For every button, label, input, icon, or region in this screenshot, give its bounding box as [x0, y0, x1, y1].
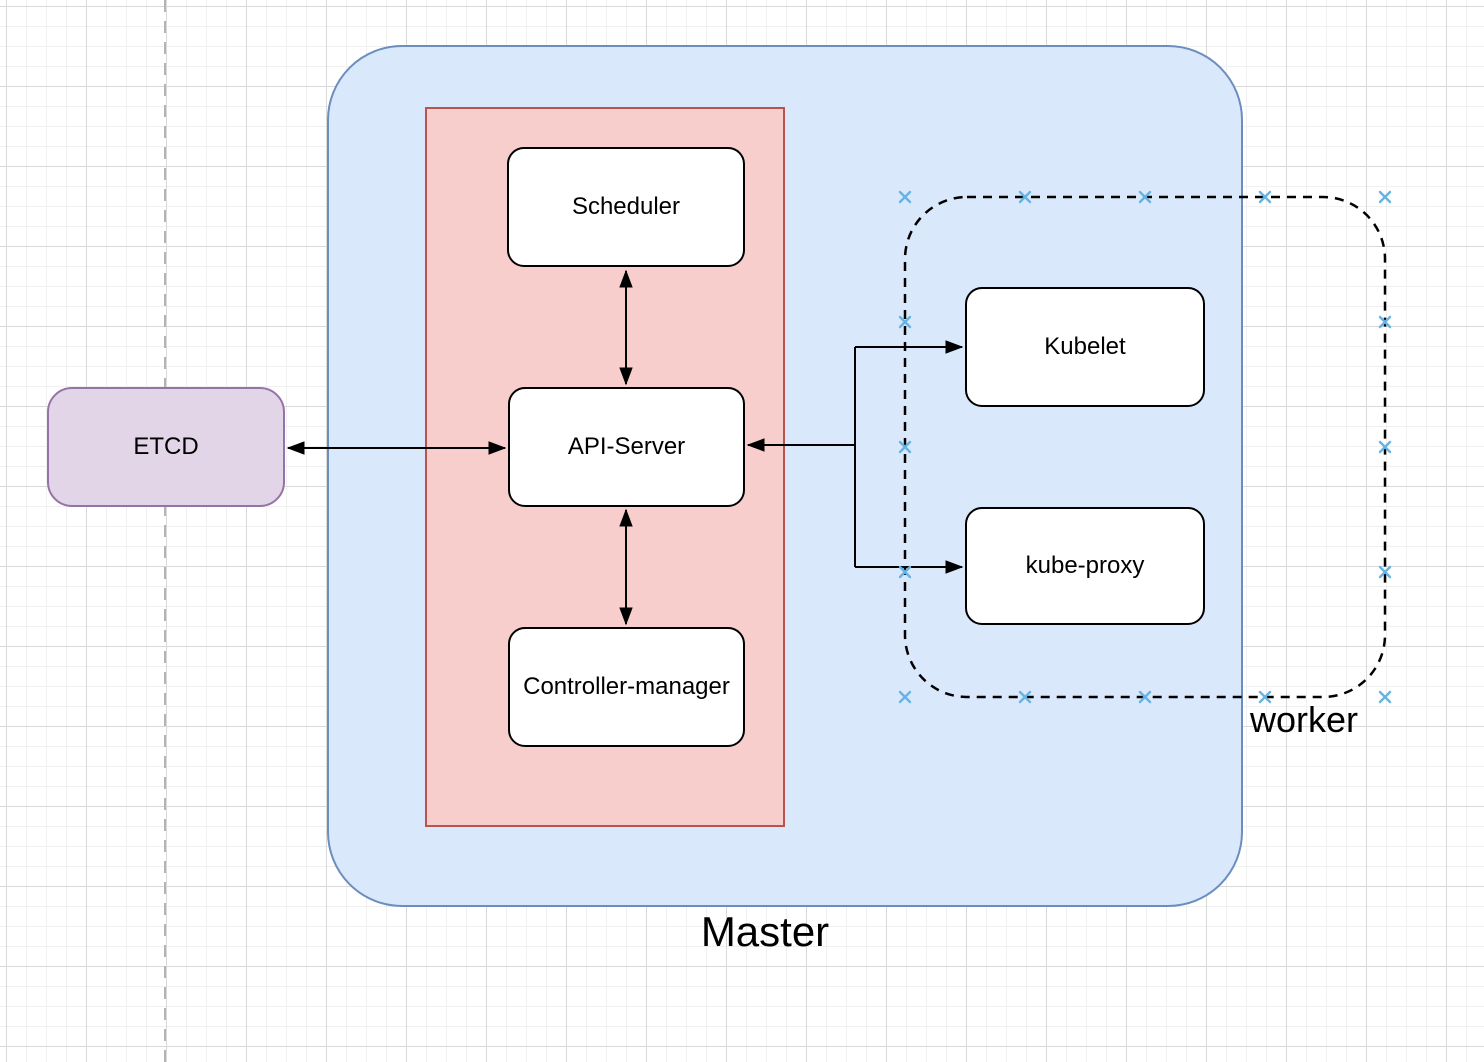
- connection-point-icon: [1378, 690, 1392, 704]
- kube-proxy-node[interactable]: kube-proxy: [965, 507, 1205, 625]
- connection-point-icon: [1258, 190, 1272, 204]
- scheduler-label: Scheduler: [571, 193, 681, 220]
- etcd-label: ETCD: [133, 433, 199, 460]
- kube-proxy-label: kube-proxy: [1025, 552, 1145, 579]
- kubelet-label: Kubelet: [1044, 333, 1126, 360]
- connection-point-icon: [1378, 315, 1392, 329]
- worker-label: worker: [1250, 699, 1359, 740]
- connection-point-icon: [1378, 440, 1392, 454]
- etcd-node[interactable]: ETCD: [47, 387, 285, 507]
- controller-manager-node[interactable]: Controller-manager: [508, 627, 745, 747]
- connection-point-icon: [1378, 190, 1392, 204]
- api-server-label: API-Server: [567, 433, 686, 460]
- connection-point-icon: [1378, 565, 1392, 579]
- api-server-node[interactable]: API-Server: [508, 387, 745, 507]
- controller-manager-label: Controller-manager: [523, 673, 730, 700]
- kubelet-node[interactable]: Kubelet: [965, 287, 1205, 407]
- scheduler-node[interactable]: Scheduler: [507, 147, 745, 267]
- page-boundary-divider: [164, 0, 166, 1062]
- master-label: Master: [700, 908, 830, 955]
